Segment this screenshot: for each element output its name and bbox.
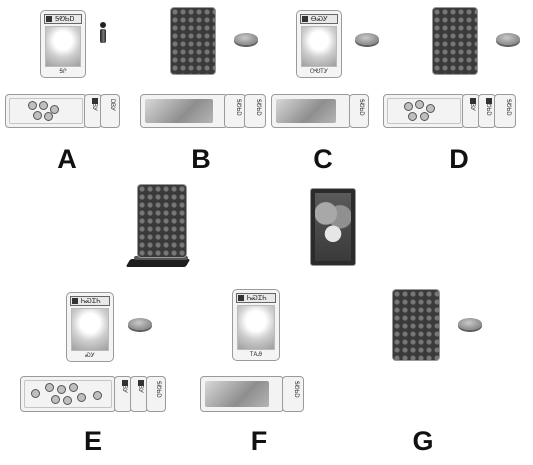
player-a-played-card-coins[interactable]	[5, 94, 87, 128]
card-label: ᎦᏬᏏᎠ	[154, 381, 163, 407]
player-e-hand-card[interactable]: ᏂᏍᏆᏂ ᏍᎩ	[66, 292, 114, 362]
card-art-unicorn	[45, 26, 81, 67]
card-label: ᎠᏴᎩ	[468, 99, 477, 123]
token-icon	[128, 318, 152, 330]
token-icon	[458, 318, 482, 330]
token-icon	[234, 33, 258, 45]
player-label-b: B	[186, 144, 216, 175]
discard-pile[interactable]	[310, 188, 356, 266]
card-art-ogre	[71, 308, 109, 351]
player-label-f: F	[244, 426, 274, 457]
deck-stack-base	[126, 259, 191, 267]
player-c-played-card-art[interactable]	[271, 94, 351, 128]
player-b-played-card-art[interactable]	[140, 94, 228, 128]
card-label: ᎦᏬᏏᎠ	[234, 99, 243, 123]
player-label-g: G	[408, 426, 438, 457]
card-footer: ᎤᎧᎢᎩ	[300, 68, 338, 75]
player-f-played-card-art[interactable]	[200, 376, 284, 412]
card-title: ᎾᏍᎩ	[300, 14, 338, 24]
card-label: ᎦᏬᏏᎠ	[292, 381, 301, 407]
player-g-hand-card-back[interactable]	[392, 289, 440, 361]
player-c-hand-card[interactable]: ᎾᏍᎩ ᎤᎧᎢᎩ	[296, 10, 342, 78]
card-footer: ᎦᎵ	[44, 68, 82, 75]
player-e-played-card-coins[interactable]	[20, 376, 116, 412]
player-e-played-card-3[interactable]: ᎦᏬᏏᎠ	[146, 376, 166, 412]
player-label-c: C	[308, 144, 338, 175]
player-d-hand-card-back[interactable]	[432, 7, 478, 75]
card-label: ᎦᏬᏏᎠ	[357, 99, 366, 123]
card-art-fairy	[301, 26, 337, 67]
card-title: ᏂᏍᏆᏂ	[70, 296, 110, 306]
card-title: ᎦᏬᏏᎠ	[44, 14, 82, 24]
card-label: ᎠᏴᎩ	[108, 99, 117, 123]
card-title: ᏂᏍᏆᏂ	[236, 293, 276, 303]
player-c-played-card-1[interactable]: ᎦᏬᏏᎠ	[349, 94, 369, 128]
player-d-played-card-coins[interactable]	[383, 94, 465, 128]
card-label: ᎠᏴᎩ	[120, 381, 129, 407]
player-f-played-card-1[interactable]: ᎦᏬᏏᎠ	[282, 376, 304, 412]
player-label-a: A	[52, 144, 82, 175]
player-f-hand-card[interactable]: ᏂᏍᏆᏂ ᎢᎪᎯ	[232, 289, 280, 361]
card-label: ᎠᏴᎩ	[90, 99, 99, 123]
card-art-warrior	[237, 305, 275, 350]
player-label-e: E	[78, 426, 108, 457]
card-label: ᎦᏬᏏᎠ	[254, 99, 263, 123]
card-footer: ᎢᎪᎯ	[236, 351, 276, 358]
card-footer: ᏍᎩ	[70, 352, 110, 359]
player-b-played-card-1[interactable]: ᎦᏬᏏᎠ	[224, 94, 246, 128]
pawn-icon	[98, 22, 108, 44]
card-label: ᎦᏬᏏᎠ	[484, 99, 493, 123]
token-icon	[355, 33, 379, 45]
player-b-played-card-2[interactable]: ᎦᏬᏏᎠ	[244, 94, 266, 128]
player-b-hand-card-back[interactable]	[170, 7, 216, 75]
card-label: ᎦᏬᏏᎠ	[504, 99, 513, 123]
token-icon	[496, 33, 520, 45]
player-a-hand-card[interactable]: ᎦᏬᏏᎠ ᎦᎵ	[40, 10, 86, 78]
player-a-played-card-2[interactable]: ᎠᏴᎩ	[100, 94, 120, 128]
draw-deck[interactable]	[137, 184, 187, 258]
player-d-played-card-3[interactable]: ᎦᏬᏏᎠ	[494, 94, 516, 128]
card-label: ᎠᏴᎩ	[136, 381, 145, 407]
player-label-d: D	[444, 144, 474, 175]
